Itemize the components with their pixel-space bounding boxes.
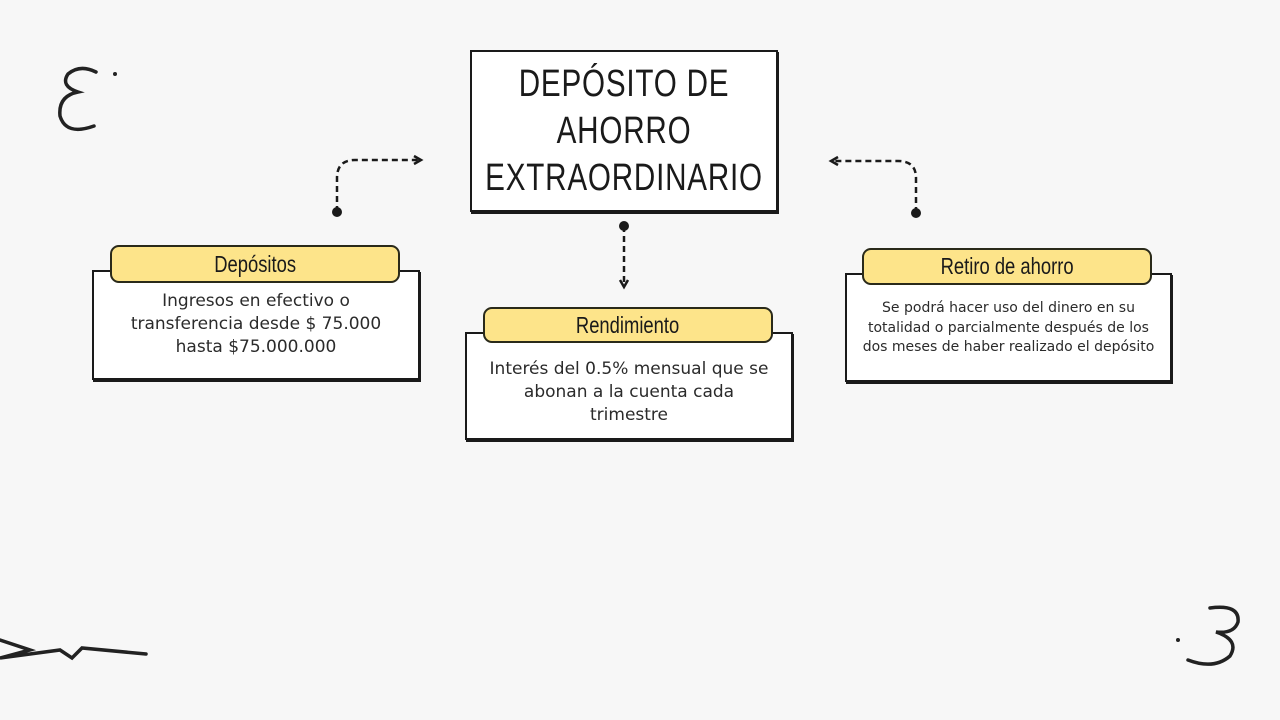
- card-deposits: Ingresos en efectivo o transferencia des…: [92, 270, 420, 380]
- card-withdrawal: Se podrá hacer uso del dinero en su tota…: [845, 273, 1172, 382]
- arrowhead-icon: [413, 154, 424, 166]
- arrowhead-icon: [618, 279, 630, 290]
- card-yield-header: Rendimiento: [483, 307, 773, 343]
- card-text: Interés del 0.5% mensual que se abonan a…: [489, 359, 769, 425]
- card-withdrawal-header: Retiro de ahorro: [862, 248, 1152, 285]
- squiggle-doodle-icon: [0, 638, 148, 661]
- card-heading: Retiro de ahorro: [940, 253, 1074, 279]
- card-text: Se podrá hacer uso del dinero en su tota…: [862, 300, 1155, 355]
- arrow-left: [335, 158, 418, 212]
- arrow-right: [834, 159, 918, 213]
- card-heading: Depósitos: [214, 250, 296, 277]
- card-heading: Rendimiento: [576, 311, 680, 338]
- dot: [619, 221, 629, 231]
- squiggle-doodle-icon: [58, 66, 98, 132]
- title-box: DEPÓSITO DE AHORRO EXTRAORDINARIO: [470, 50, 778, 212]
- page-title: DEPÓSITO DE AHORRO EXTRAORDINARIO: [485, 62, 763, 199]
- arrowhead-icon: [828, 155, 839, 167]
- card-yield: Interés del 0.5% mensual que se abonan a…: [465, 332, 793, 440]
- squiggle-doodle-icon: [1186, 605, 1240, 666]
- dot: [911, 208, 921, 218]
- dot: [332, 207, 342, 217]
- card-text: Ingresos en efectivo o transferencia des…: [130, 291, 382, 357]
- card-deposits-header: Depósitos: [110, 245, 400, 283]
